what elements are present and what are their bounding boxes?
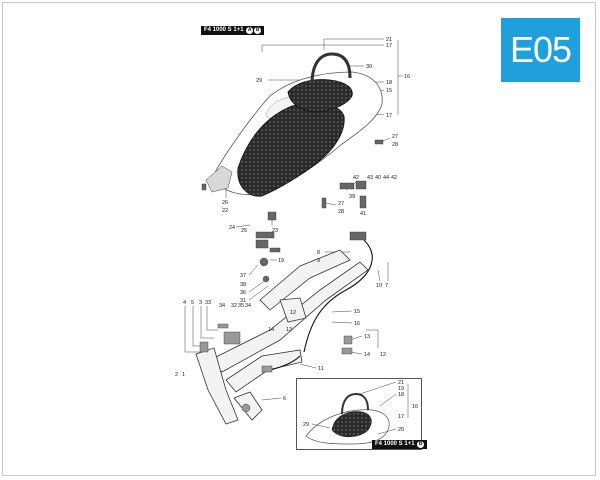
- callout-16: 16: [404, 74, 411, 80]
- callout-30: 30: [366, 64, 373, 70]
- callout-8: 8: [317, 250, 321, 256]
- callout-15: 15: [354, 309, 361, 315]
- inset-model-text: F4 1000 S 1+1: [375, 441, 415, 447]
- grab-handle: [310, 52, 352, 85]
- callout-34: 34: [219, 303, 226, 309]
- callout-9: 9: [317, 258, 321, 264]
- rear-subframe: [195, 249, 369, 425]
- callout-24: 24: [229, 225, 236, 231]
- callout-3: 3: [199, 300, 203, 306]
- callout-40: 40: [375, 175, 382, 181]
- callout-25: 25: [241, 228, 248, 234]
- callout-14: 14: [364, 352, 371, 358]
- callout-4: 4: [183, 300, 187, 306]
- variant-mark-b: B: [254, 27, 262, 34]
- callout-34: 34: [245, 303, 252, 309]
- passenger-seat-pad: [287, 79, 353, 113]
- callout-6: 6: [283, 396, 287, 402]
- callout-13: 13: [286, 327, 293, 333]
- section-code-badge: E05: [501, 18, 580, 82]
- callout-2: 2: [175, 372, 179, 378]
- callout-42: 42: [391, 175, 398, 181]
- callout-10: 10: [376, 283, 383, 289]
- callout-18: 18: [386, 80, 393, 86]
- callout-14: 14: [268, 327, 275, 333]
- callout-17: 17: [386, 43, 393, 49]
- callout-43: 43: [367, 175, 374, 181]
- callout-13: 13: [364, 334, 371, 340]
- callout-29: 29: [256, 78, 263, 84]
- callout-7: 7: [385, 283, 389, 289]
- callout-32: 32: [231, 303, 238, 309]
- inset-callout-29: 29: [303, 422, 310, 428]
- inset-callout-16: 16: [412, 404, 419, 410]
- small-fittings: [199, 323, 353, 413]
- callout-42: 42: [353, 175, 360, 181]
- callout-33: 33: [205, 300, 212, 306]
- callout-39: 39: [349, 194, 356, 200]
- inset-callout-17: 17: [398, 414, 405, 420]
- callout-27: 27: [392, 134, 399, 140]
- callout-44: 44: [383, 175, 390, 181]
- callout-21: 21: [386, 37, 393, 43]
- main-model-text: F4 1000 S 1+1: [204, 27, 244, 33]
- callout-41: 41: [360, 211, 367, 217]
- callout-37: 37: [240, 273, 247, 279]
- callout-31: 31: [240, 298, 247, 304]
- callout-27: 27: [338, 201, 345, 207]
- callout-28: 28: [392, 142, 399, 148]
- callout-23: 23: [272, 228, 279, 234]
- callout-35: 35: [238, 303, 245, 309]
- variant-mark-a: A: [246, 27, 254, 34]
- callout-12: 12: [380, 352, 387, 358]
- rider-seat-pad: [237, 102, 345, 197]
- seat-front-tab: [205, 165, 233, 193]
- inset-model-label: F4 1000 S 1+1 B: [372, 440, 428, 449]
- callout-26: 26: [222, 200, 229, 206]
- inset-callout-19: 19: [398, 386, 405, 392]
- callout-11: 11: [318, 366, 324, 372]
- callout-17: 17: [386, 113, 393, 119]
- callout-28: 28: [338, 209, 345, 215]
- inset-callout-18: 18: [398, 392, 405, 398]
- callout-22: 22: [222, 208, 229, 214]
- callout-36: 36: [240, 290, 247, 296]
- callout-1: 1: [182, 372, 186, 378]
- hardware-parts: [201, 139, 384, 283]
- inset-callout-20: 20: [398, 427, 405, 433]
- callout-5: 5: [191, 300, 195, 306]
- callout-16: 16: [354, 321, 361, 327]
- inset-callout-21: 21: [398, 380, 405, 386]
- callout-19: 19: [278, 258, 285, 264]
- callout-38: 38: [240, 282, 247, 288]
- callout-15: 15: [386, 88, 393, 94]
- callout-12: 12: [290, 310, 297, 316]
- inset-variant-mark-b: B: [417, 441, 425, 448]
